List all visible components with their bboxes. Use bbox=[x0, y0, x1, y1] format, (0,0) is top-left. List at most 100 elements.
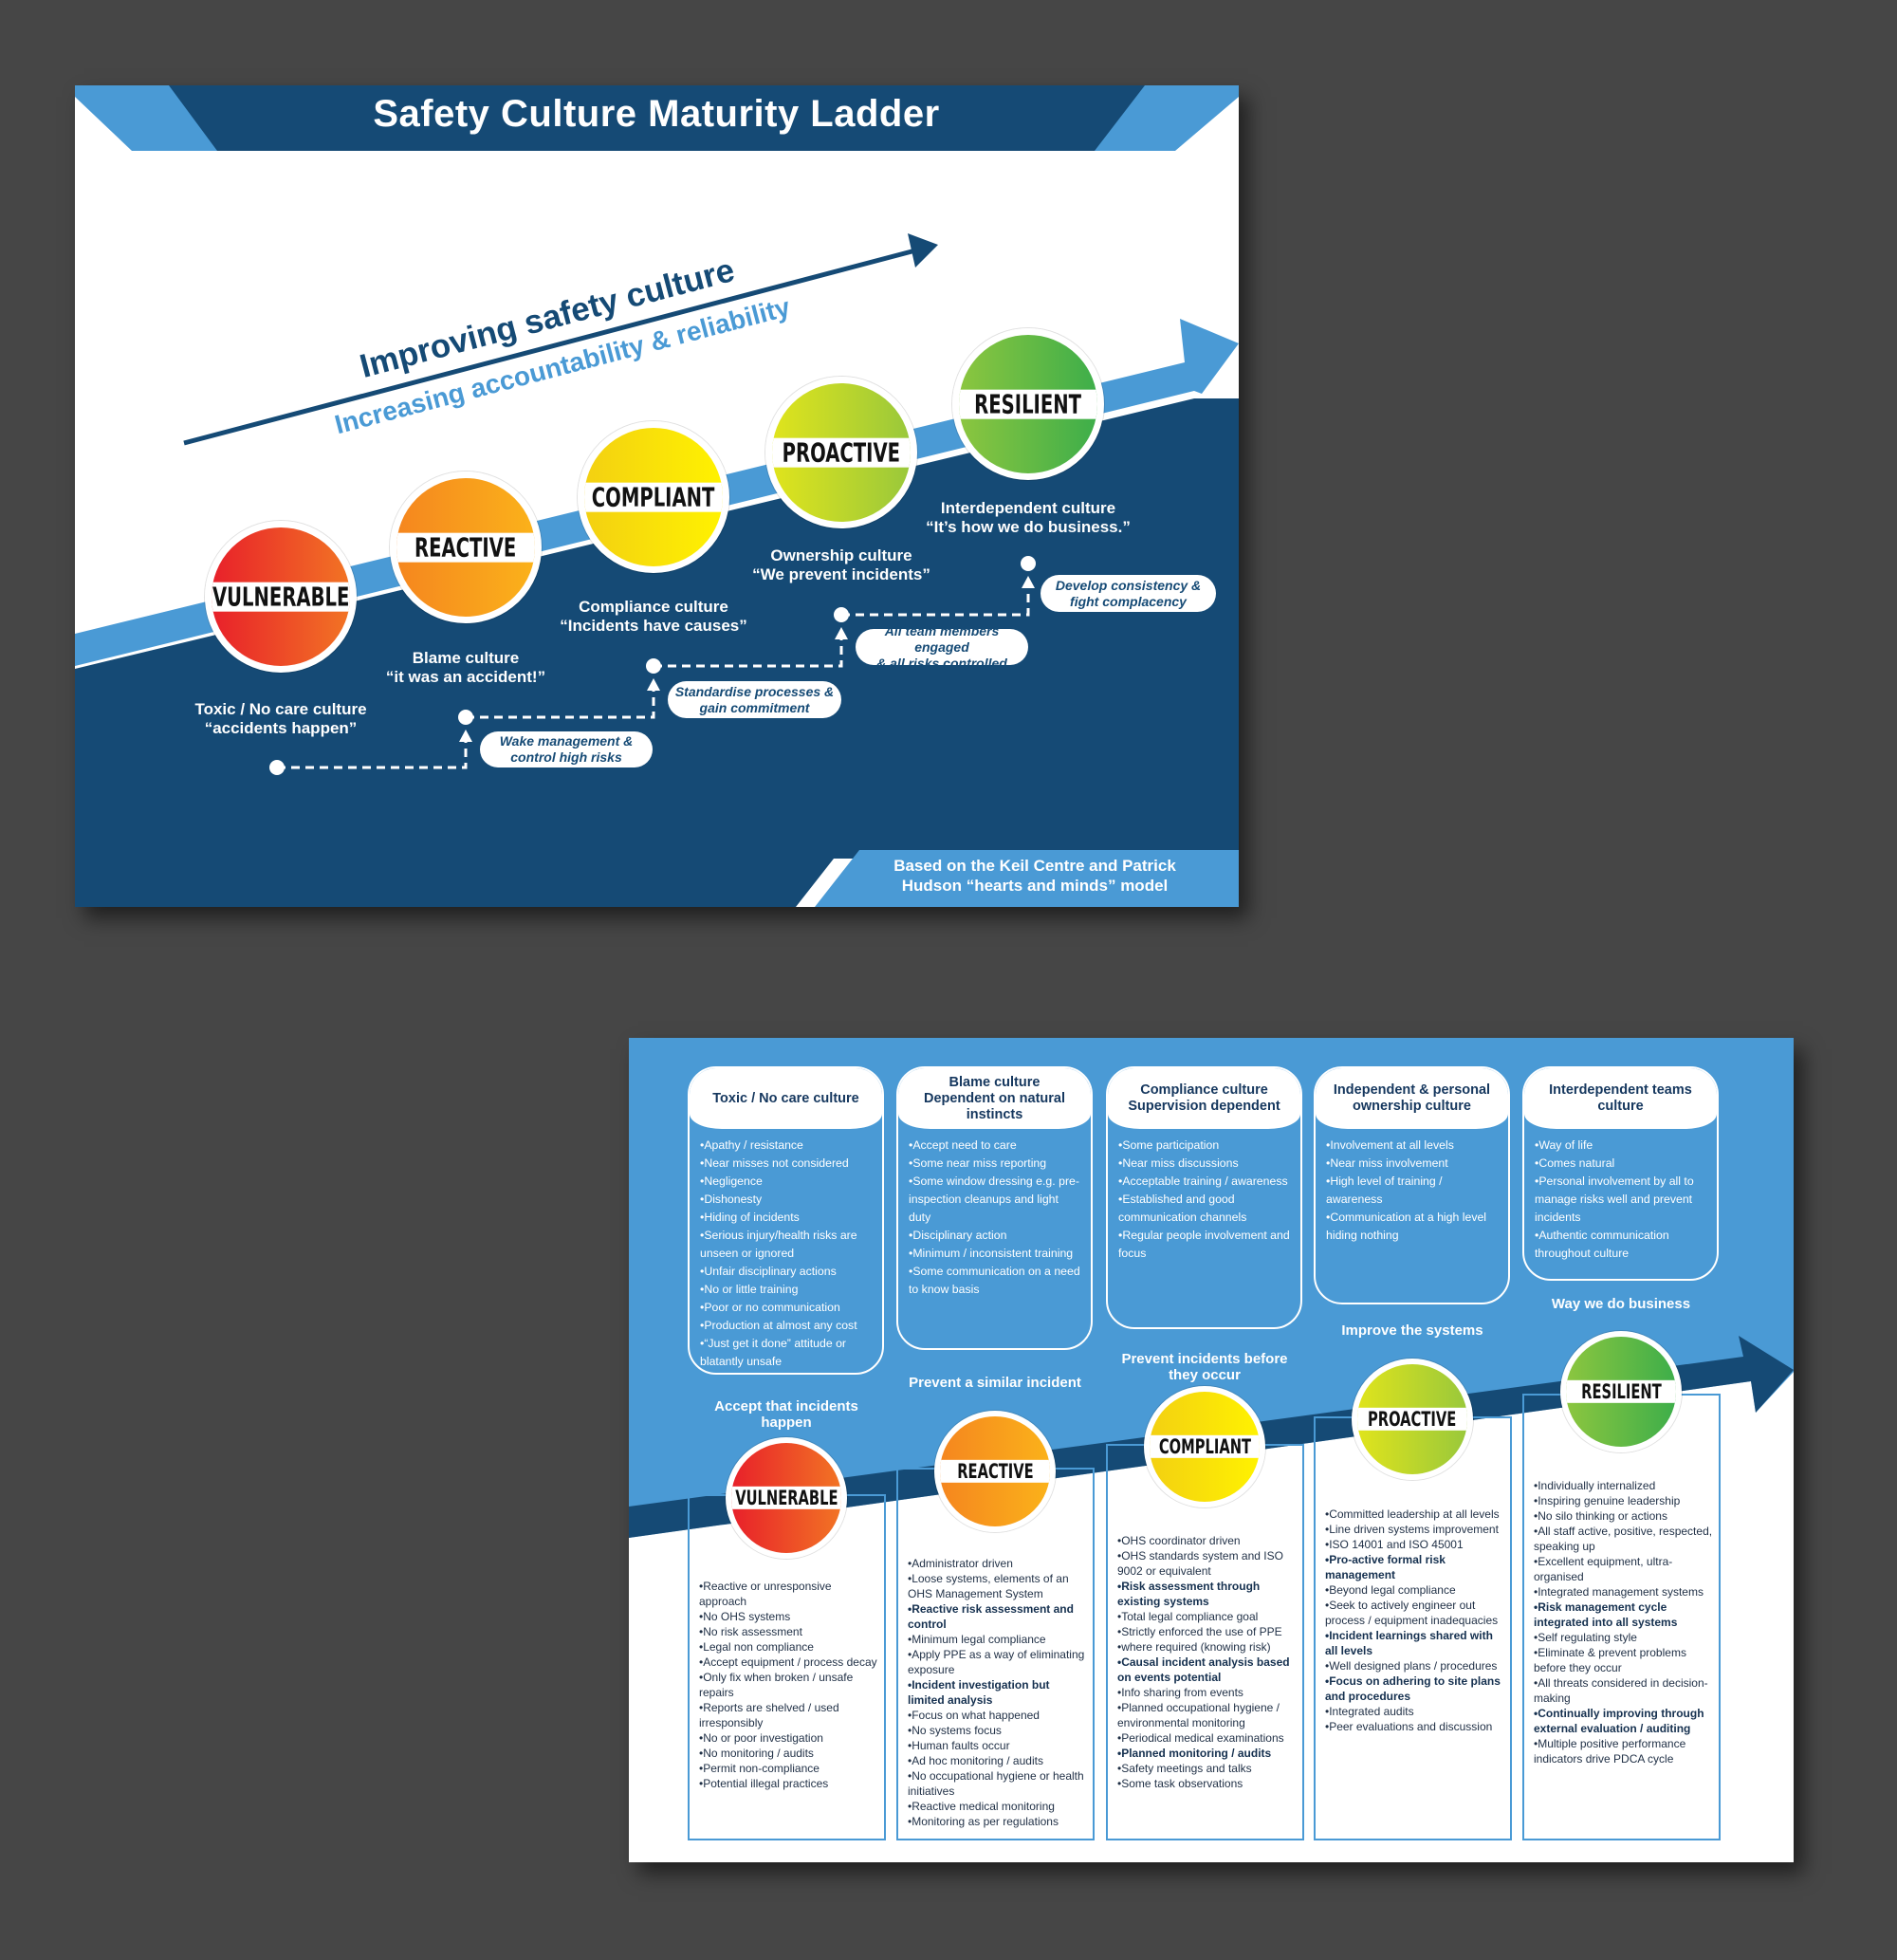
trait-item: Minimum / inconsistent training bbox=[909, 1245, 1081, 1263]
trait-item: High level of training / awareness bbox=[1326, 1173, 1499, 1209]
stage-label-band: REACTIVE bbox=[940, 1459, 1050, 1484]
detail-item: Integrated audits bbox=[1325, 1704, 1505, 1719]
stage-badge-resilient: RESILIENT bbox=[1560, 1331, 1682, 1452]
step-tag-line: Wake management & bbox=[499, 733, 634, 749]
detail-item: OHS standards system and ISO 9002 or equ… bbox=[1117, 1548, 1298, 1579]
culture-traits-list: Involvement at all levelsNear miss invol… bbox=[1316, 1129, 1508, 1245]
stage-caption: Ownership culture“We prevent incidents” bbox=[752, 546, 930, 584]
footer-line: Based on the Keil Centre and Patrick bbox=[893, 857, 1176, 875]
trait-item: No or little training bbox=[700, 1281, 873, 1299]
trait-item: Production at almost any cost bbox=[700, 1317, 873, 1335]
stage-label: REACTIVE bbox=[956, 1459, 1034, 1483]
detail-item: Reactive risk assessment and control bbox=[908, 1601, 1088, 1632]
detail-item: Apply PPE as a way of eliminating exposu… bbox=[908, 1647, 1088, 1677]
step-connector bbox=[277, 738, 468, 769]
detail-item: Integrated management systems bbox=[1534, 1584, 1714, 1599]
trait-item: Poor or no communication bbox=[700, 1299, 873, 1317]
header-line: Blame culture bbox=[948, 1074, 1041, 1090]
detail-item: Accept equipment / process decay bbox=[699, 1655, 879, 1670]
caption-line: “Incidents have causes” bbox=[560, 617, 747, 635]
caption-line: Ownership culture bbox=[770, 546, 912, 564]
caption-line: Toxic / No care culture bbox=[194, 700, 367, 718]
step-tag-line: All team members engaged bbox=[884, 622, 1000, 655]
detail-item: ISO 14001 and ISO 45001 bbox=[1325, 1537, 1505, 1552]
trait-item: Apathy / resistance bbox=[700, 1137, 873, 1155]
trait-item: Near miss involvement bbox=[1326, 1155, 1499, 1173]
header-line: Independent & personal bbox=[1333, 1082, 1491, 1098]
detail-item: Seek to actively engineer out process / … bbox=[1325, 1598, 1505, 1628]
stage-goal-label: Way we do business bbox=[1551, 1296, 1691, 1312]
step-dot bbox=[1021, 556, 1036, 571]
stage-goal-label: Prevent incidents before they occur bbox=[1121, 1351, 1288, 1383]
stage-caption: Interdependent culture“It’s how we do bu… bbox=[926, 499, 1131, 537]
stage-badge-reactive: REACTIVE bbox=[390, 472, 542, 623]
step-tag-line: Develop consistency & bbox=[1055, 577, 1202, 593]
culture-detail-card: Toxic / No care cultureApathy / resistan… bbox=[629, 1038, 1794, 1862]
detail-item: Minimum legal compliance bbox=[908, 1632, 1088, 1647]
navy-ground bbox=[75, 398, 1239, 907]
trait-item: Personal involvement by all to manage ri… bbox=[1535, 1173, 1707, 1227]
trait-item: Accept need to care bbox=[909, 1137, 1081, 1155]
detail-item: Strictly enforced the use of PPE bbox=[1117, 1624, 1298, 1639]
stage-label: COMPLIANT bbox=[592, 481, 715, 513]
detail-item: Excellent equipment, ultra-organised bbox=[1534, 1554, 1714, 1584]
stage-label-band: PROACTIVE bbox=[772, 436, 911, 469]
detail-item: Only fix when broken / unsafe repairs bbox=[699, 1670, 879, 1700]
detail-item: Some task observations bbox=[1117, 1776, 1298, 1791]
detail-item: Potential illegal practices bbox=[699, 1776, 879, 1791]
caption-line: Interdependent culture bbox=[940, 499, 1116, 517]
stage-detail-list: OHS coordinator drivenOHS standards syst… bbox=[1117, 1533, 1298, 1791]
culture-traits-list: Apathy / resistanceNear misses not consi… bbox=[690, 1129, 882, 1371]
detail-item: Reactive medical monitoring bbox=[908, 1799, 1088, 1814]
detail-item: Committed leadership at all levels bbox=[1325, 1507, 1505, 1522]
detail-item: Reports are shelved / used irresponsibly bbox=[699, 1700, 879, 1730]
detail-item: Line driven systems improvement bbox=[1325, 1522, 1505, 1537]
culture-summary-box: Toxic / No care cultureApathy / resistan… bbox=[688, 1066, 884, 1375]
detail-item: Focus on adhering to site plans and proc… bbox=[1325, 1673, 1505, 1704]
detail-item: Risk assessment through existing systems bbox=[1117, 1579, 1298, 1609]
stage-label-band: COMPLIANT bbox=[584, 481, 723, 513]
stage-label: RESILIENT bbox=[974, 388, 1082, 420]
step-dot bbox=[834, 607, 849, 622]
stage-label: COMPLIANT bbox=[1158, 1434, 1251, 1458]
maturity-ladder-card: Safety Culture Maturity Ladder Improving… bbox=[75, 85, 1239, 907]
arrow-up-icon bbox=[647, 678, 660, 691]
stage-goal-label: Accept that incidents happen bbox=[714, 1398, 858, 1431]
detail-item: Planned occupational hygiene / environme… bbox=[1117, 1700, 1298, 1730]
detail-item: Total legal compliance goal bbox=[1117, 1609, 1298, 1624]
caption-line: “it was an accident!” bbox=[385, 668, 546, 686]
stage-label-band: RESILIENT bbox=[959, 388, 1097, 420]
detail-item: Pro-active formal risk management bbox=[1325, 1552, 1505, 1582]
trait-item: Communication at a high level hiding not… bbox=[1326, 1209, 1499, 1245]
detail-item: No risk assessment bbox=[699, 1624, 879, 1639]
trait-item: Acceptable training / awareness bbox=[1118, 1173, 1291, 1191]
header-line: ownership culture bbox=[1353, 1099, 1471, 1114]
trait-item: Some participation bbox=[1118, 1137, 1291, 1155]
culture-summary-header: Toxic / No care culture bbox=[690, 1068, 882, 1129]
stage-label: VULNERABLE bbox=[212, 581, 350, 613]
trait-item: Established and good communication chann… bbox=[1118, 1191, 1291, 1227]
detail-item: All staff active, positive, respected, s… bbox=[1534, 1524, 1714, 1554]
header-line: Interdependent teams bbox=[1549, 1082, 1692, 1098]
detail-item: No OHS systems bbox=[699, 1609, 879, 1624]
detail-item: Beyond legal compliance bbox=[1325, 1582, 1505, 1598]
detail-item: Peer evaluations and discussion bbox=[1325, 1719, 1505, 1734]
trait-item: Serious injury/health risks are unseen o… bbox=[700, 1227, 873, 1263]
detail-item: Incident learnings shared with all level… bbox=[1325, 1628, 1505, 1658]
step-dot bbox=[646, 658, 661, 674]
header-line: Toxic / No care culture bbox=[712, 1090, 859, 1106]
culture-summary-box: Interdependent teamscultureWay of lifeCo… bbox=[1522, 1066, 1719, 1281]
stage-label: PROACTIVE bbox=[1368, 1407, 1457, 1431]
stage-detail-list: Committed leadership at all levelsLine d… bbox=[1325, 1507, 1505, 1734]
stage-badge-proactive: PROACTIVE bbox=[765, 377, 917, 528]
stage-label-band: PROACTIVE bbox=[1357, 1407, 1467, 1432]
step-tag: Standardise processes &gain commitment bbox=[668, 681, 841, 718]
stage-label: PROACTIVE bbox=[782, 436, 901, 469]
detail-item: Permit non-compliance bbox=[699, 1761, 879, 1776]
arrow-up-icon bbox=[835, 627, 848, 639]
